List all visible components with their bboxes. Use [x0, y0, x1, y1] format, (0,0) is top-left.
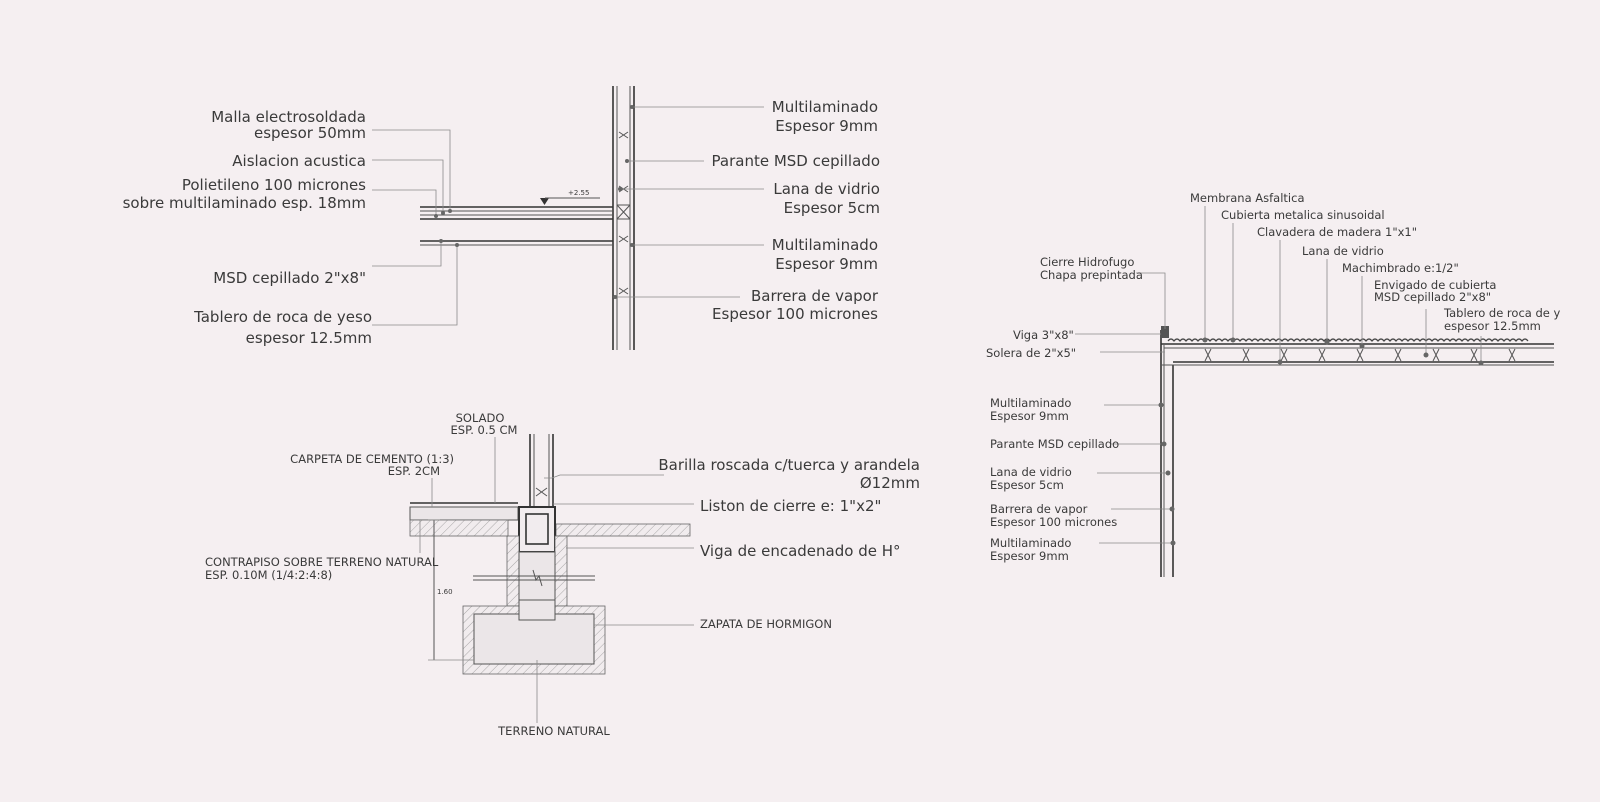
- label-multilaminado-r2: Multilaminado: [990, 536, 1071, 550]
- label-cierre-2: Chapa prepintada: [1040, 268, 1143, 282]
- label-membrana: Membrana Asfaltica: [1190, 191, 1305, 205]
- detail-floor-wall: +2.55 Malla electrosoldada espesor 50mm …: [123, 86, 880, 350]
- detail-foundation: 1.60 SOLADO ESP. 0.5 CM CARPETA DE CEMEN…: [205, 411, 920, 738]
- label-viga-roof: Viga 3"x8": [1013, 328, 1074, 342]
- label-lana-roof: Lana de vidrio: [1302, 244, 1384, 258]
- label-envigado: Envigado de cubierta: [1374, 278, 1496, 292]
- roof-top-labels: Membrana Asfaltica Cubierta metalica sin…: [1190, 191, 1561, 333]
- label-contrapiso-2: ESP. 0.10M (1/4:2:4:8): [205, 568, 332, 582]
- label-solado-2: ESP. 0.5 CM: [451, 423, 518, 437]
- label-malla: Malla electrosoldada: [211, 108, 366, 126]
- level-mark: +2.55: [568, 189, 589, 197]
- label-multilaminado-r1: Multilaminado: [990, 396, 1071, 410]
- label-tablero-2: espesor 12.5mm: [246, 329, 372, 347]
- label-solado: SOLADO: [456, 411, 505, 425]
- label-aislacion: Aislacion acustica: [232, 152, 366, 170]
- label-tablero-roof: Tablero de roca de y: [1443, 306, 1561, 320]
- bottom-left-labels: SOLADO ESP. 0.5 CM CARPETA DE CEMENTO (1…: [205, 411, 610, 738]
- label-carpeta: CARPETA DE CEMENTO (1:3): [290, 452, 454, 466]
- label-barrera: Barrera de vapor: [751, 287, 879, 305]
- detail-roof-wall: Membrana Asfaltica Cubierta metalica sin…: [986, 191, 1561, 577]
- label-lana: Lana de vidrio: [773, 180, 880, 198]
- label-envigado-2: MSD cepillado 2"x8": [1374, 290, 1491, 304]
- label-multilaminado-r1b: Espesor 9mm: [990, 409, 1069, 423]
- label-lana-wall: Lana de vidrio: [990, 465, 1072, 479]
- label-multilaminado-1: Multilaminado: [772, 98, 878, 116]
- label-parante: Parante MSD cepillado: [712, 152, 880, 170]
- label-viga-encadenado: Viga de encadenado de H°: [700, 542, 901, 560]
- label-contrapiso: CONTRAPISO SOBRE TERRENO NATURAL: [205, 555, 439, 569]
- label-polietileno: Polietileno 100 micrones: [182, 176, 366, 194]
- label-carpeta-2: ESP. 2CM: [388, 464, 440, 478]
- label-tablero: Tablero de roca de yeso: [193, 308, 372, 326]
- label-solera: Solera de 2"x5": [986, 346, 1076, 360]
- label-msd: MSD cepillado 2"x8": [213, 269, 366, 287]
- label-lana-2: Espesor 5cm: [784, 199, 880, 217]
- label-terreno: TERRENO NATURAL: [497, 724, 610, 738]
- label-barilla-2: Ø12mm: [860, 474, 920, 492]
- label-lana-wall-2: Espesor 5cm: [990, 478, 1064, 492]
- label-machimbrado: Machimbrado e:1/2": [1342, 261, 1459, 275]
- label-multilaminado-2b: Espesor 9mm: [775, 255, 878, 273]
- right-labels: Multilaminado Espesor 9mm Parante MSD ce…: [712, 98, 880, 323]
- label-multilaminado-r2b: Espesor 9mm: [990, 549, 1069, 563]
- label-parante-roof: Parante MSD cepillado: [990, 437, 1119, 451]
- dimension-label: 1.60: [437, 588, 453, 596]
- label-liston: Liston de cierre e: 1"x2": [700, 497, 881, 515]
- left-labels: Malla electrosoldada espesor 50mm Aislac…: [123, 108, 372, 347]
- label-clavadera: Clavadera de madera 1"x1": [1257, 225, 1417, 239]
- label-barrera-roof: Barrera de vapor: [990, 502, 1088, 516]
- label-barilla: Barilla roscada c/tuerca y arandela: [658, 456, 920, 474]
- label-multilaminado-1b: Espesor 9mm: [775, 117, 878, 135]
- label-cierre: Cierre Hidrofugo: [1040, 255, 1134, 269]
- label-barrera-roof-2: Espesor 100 micrones: [990, 515, 1117, 529]
- label-malla-2: espesor 50mm: [254, 124, 366, 142]
- label-tablero-roof-2: espesor 12.5mm: [1444, 319, 1541, 333]
- label-barrera-2: Espesor 100 micrones: [712, 305, 878, 323]
- label-cubierta: Cubierta metalica sinusoidal: [1221, 208, 1385, 222]
- label-polietileno-2: sobre multilaminado esp. 18mm: [123, 194, 366, 212]
- label-multilaminado-2: Multilaminado: [772, 236, 878, 254]
- roof-left-labels: Cierre Hidrofugo Chapa prepintada Viga 3…: [986, 255, 1143, 563]
- label-zapata: ZAPATA DE HORMIGON: [700, 617, 832, 631]
- bottom-right-labels: Barilla roscada c/tuerca y arandela Ø12m…: [658, 456, 920, 631]
